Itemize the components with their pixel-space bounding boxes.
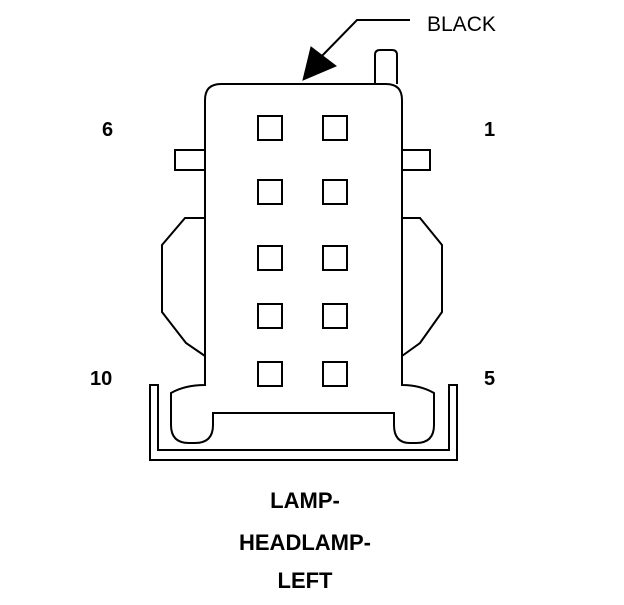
color-callout-label: BLACK [427,13,496,36]
terminal-cavity [322,303,348,329]
top-latch [374,49,398,84]
pin-label-10: 10 [90,368,113,390]
pin-label-6: 6 [102,119,114,141]
terminal-cavity [322,361,348,387]
terminal-cavity [257,361,283,387]
retainer-frame [149,384,458,461]
right-wing [401,217,443,357]
terminal-cavity [257,245,283,271]
terminal-cavity [322,245,348,271]
caption-line-3: LEFT [277,568,333,593]
terminal-cavity [257,115,283,141]
terminal-cavity [257,303,283,329]
right-rib [401,149,431,171]
connector-housing [170,83,435,444]
terminal-cavity [257,179,283,205]
left-wing [161,217,206,357]
callout-leader [317,19,410,61]
callout-arrow-head [302,46,337,81]
terminal-cavity [322,179,348,205]
pin-label-5: 5 [484,368,496,390]
left-rib [174,149,206,171]
terminal-cavity [322,115,348,141]
pin-label-1: 1 [484,119,496,141]
caption-line-1: LAMP- [270,488,340,513]
caption-line-2: HEADLAMP- [239,530,371,555]
